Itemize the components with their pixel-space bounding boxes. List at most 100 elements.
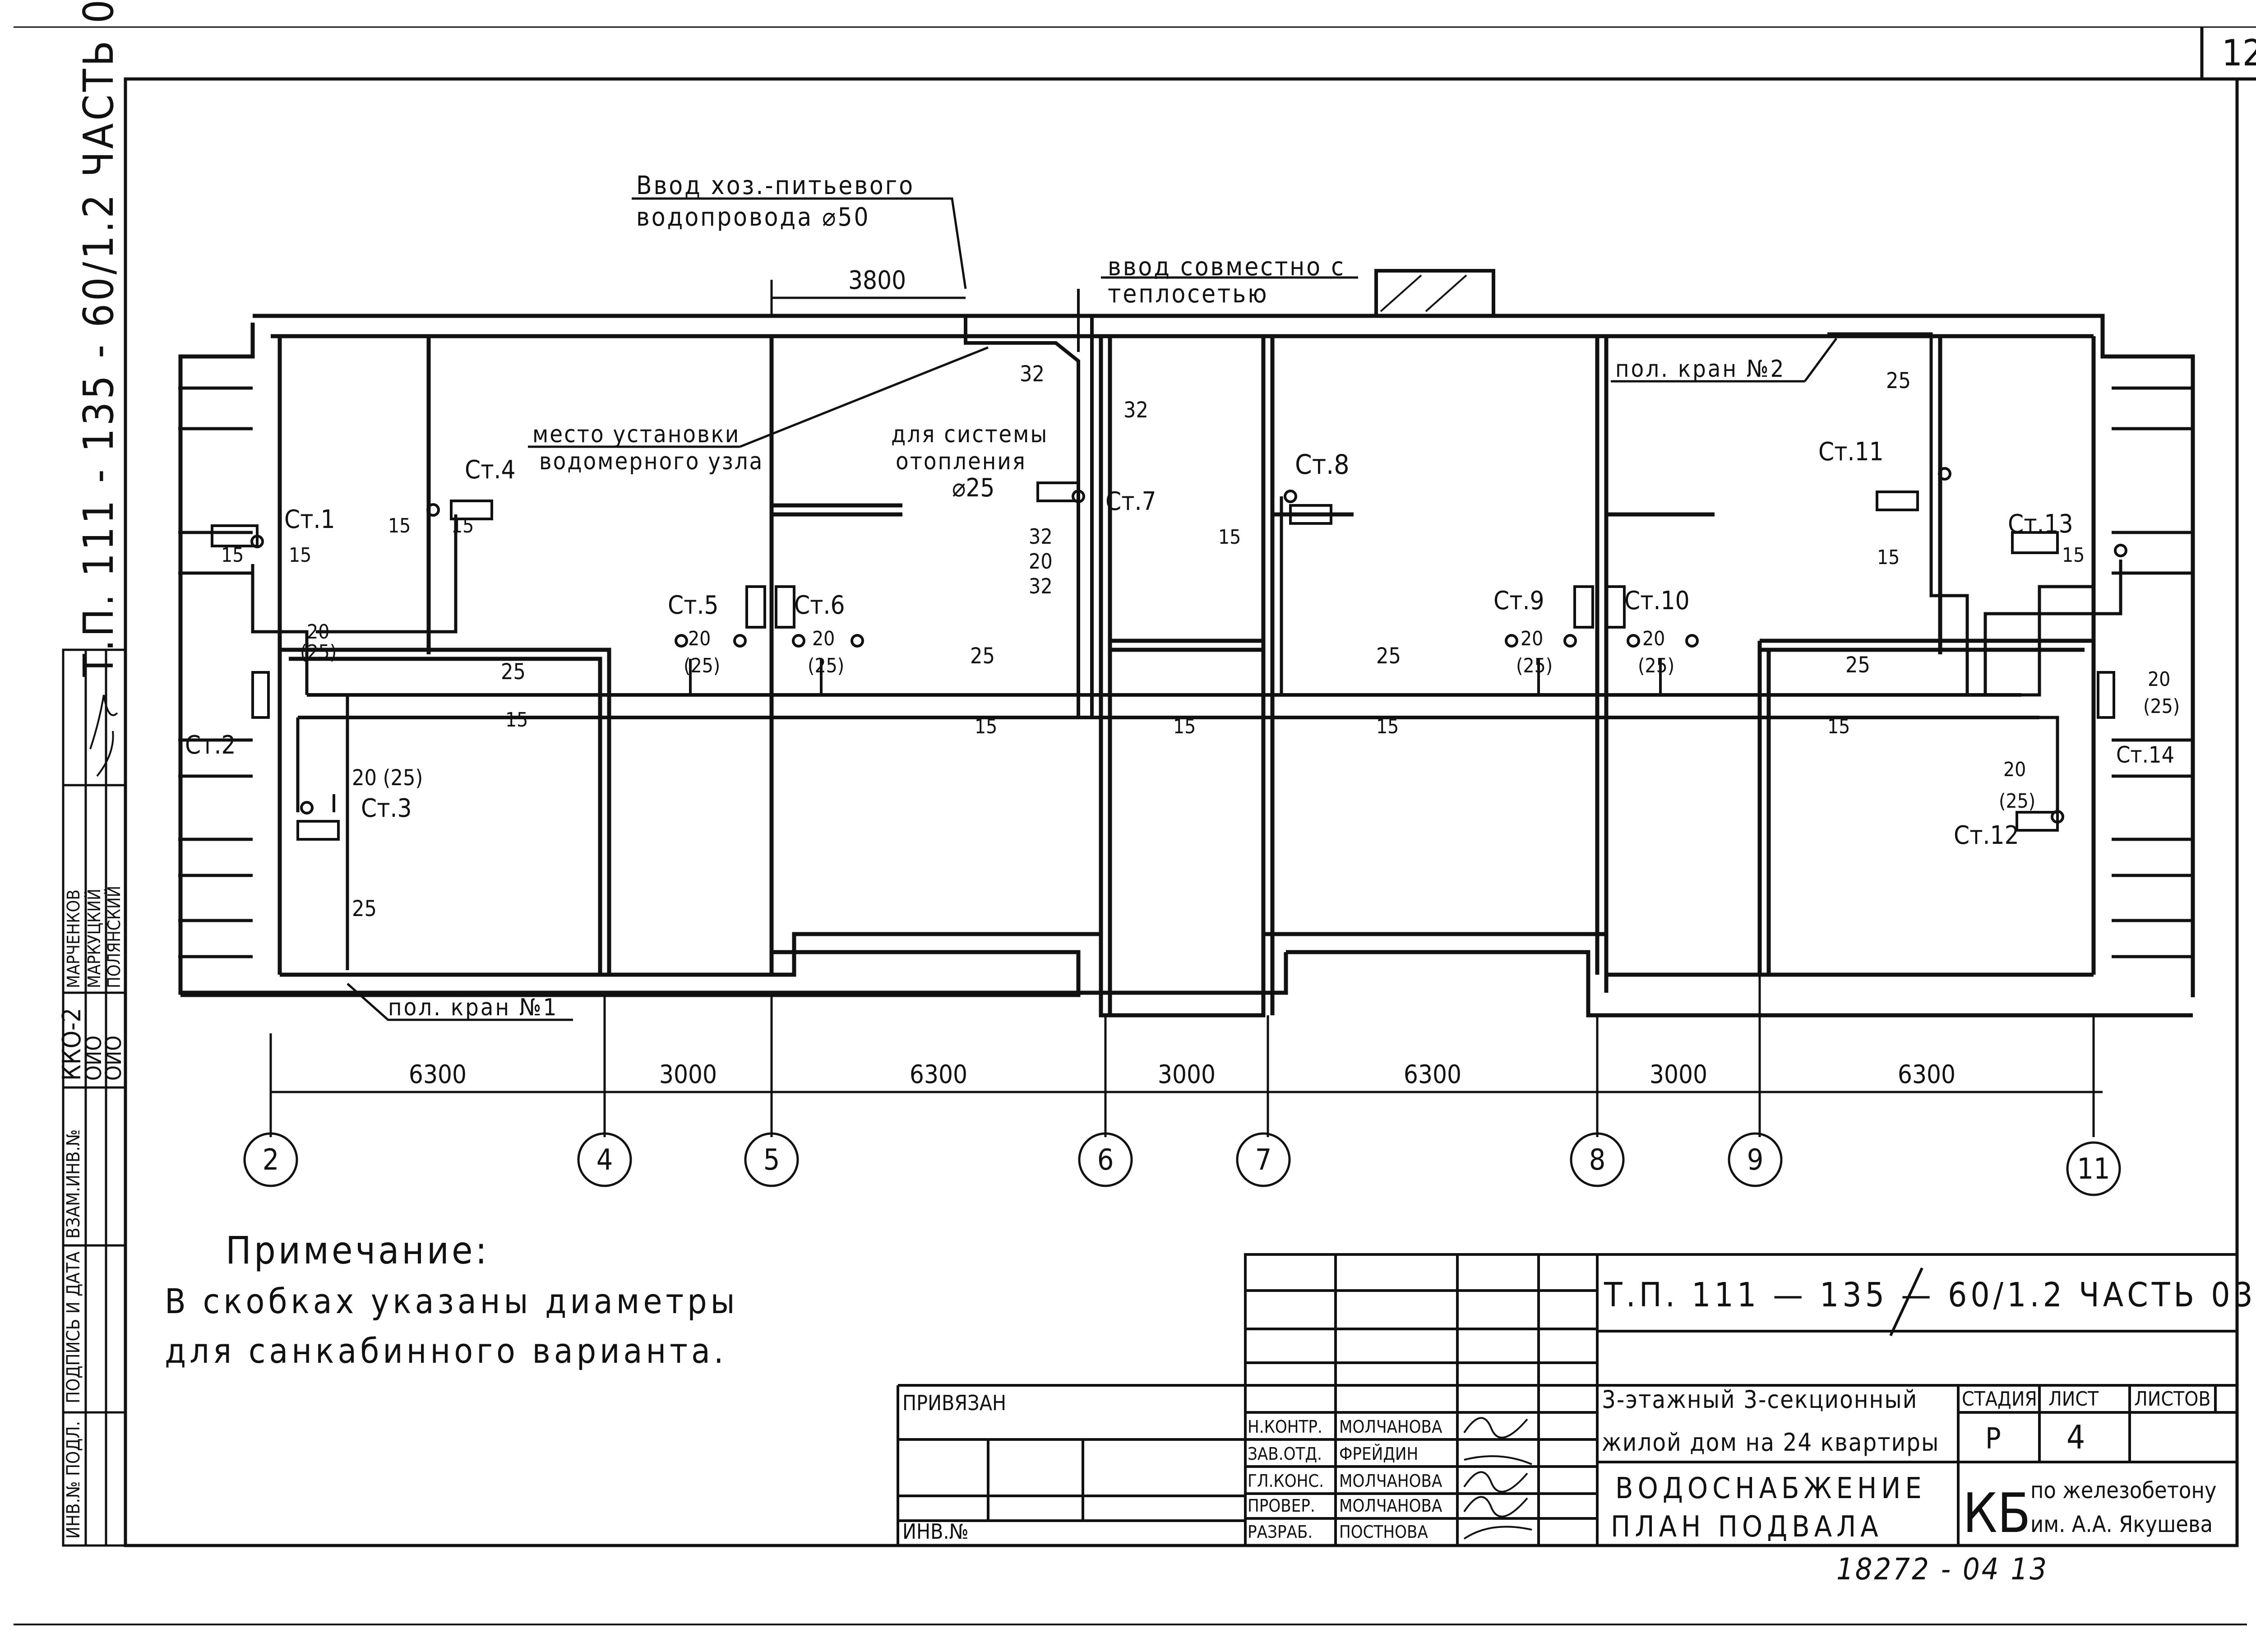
pipe-label: 15 xyxy=(1877,546,1900,569)
stamp-signatures xyxy=(89,694,118,777)
riser-st7: Ст.7 xyxy=(1105,487,1156,516)
pipe-label: 32 xyxy=(1123,398,1148,423)
riser-st5: Ст.5 xyxy=(668,591,719,620)
stamp-podpis-data: ПОДПИСЬ И ДАТА xyxy=(63,1251,84,1403)
riser-symbols xyxy=(211,467,2127,841)
riser-st1: Ст.1 xyxy=(284,505,335,534)
role-n-kontr: Н.КОНТР. xyxy=(1248,1417,1322,1437)
pipe-label: 32 xyxy=(1029,574,1053,598)
inv-label: ИНВ.№ xyxy=(902,1519,969,1544)
building-walls xyxy=(178,314,2195,1018)
dim-span: 3000 xyxy=(1158,1060,1216,1089)
stamp-kko: ККО-2 xyxy=(57,1008,87,1081)
tap-1-label: пол. кран №1 xyxy=(388,994,558,1021)
title-code: Т.П. 111 — 135 — 60/1.2 ЧАСТЬ 03 xyxy=(1604,1276,2256,1314)
name-n-kontr: МОЛЧАНОВА xyxy=(1339,1417,1442,1437)
riser-st10: Ст.10 xyxy=(1624,586,1690,615)
axis-6: 6 xyxy=(1097,1143,1114,1177)
name-gl-kons: МОЛЧАНОВА xyxy=(1339,1471,1442,1491)
role-gl-kons: ГЛ.КОНС. xyxy=(1248,1471,1324,1491)
name-zav-otd: ФРЕЙДИН xyxy=(1339,1444,1418,1464)
pipe-label: 15 xyxy=(505,708,528,731)
meter-location-label-2: водомерного узла xyxy=(539,448,763,475)
pipe-label: 15 xyxy=(451,514,474,537)
pipe-label: 20 xyxy=(2148,668,2170,691)
stamp-name-2: МАРКУЦКИЙ xyxy=(84,888,104,988)
org-logo: КБ xyxy=(1963,1482,2031,1545)
pipe-label: 25 xyxy=(970,643,995,669)
stage-value: Р xyxy=(1985,1422,2001,1456)
building-line-2: жилой дом на 24 квартиры xyxy=(1602,1428,1939,1457)
dimension-chain: 6300 3000 6300 3000 6300 3000 6300 xyxy=(269,975,2103,1137)
note-title: Примечание: xyxy=(226,1228,490,1273)
pipe-label: 15 xyxy=(388,514,411,537)
plan-annotations: Ввод хоз.-питьевого водопровода ⌀50 ввод… xyxy=(185,171,2180,1021)
inlet-water-diameter: водопровода ⌀50 xyxy=(636,203,870,232)
org-line-2: им. А.А. Якушева xyxy=(2030,1511,2213,1537)
ventilation-shaft xyxy=(1374,269,1495,318)
dim-span: 6300 xyxy=(910,1060,967,1089)
axis-2: 2 xyxy=(263,1143,279,1177)
pipe-label: (25) xyxy=(1516,654,1553,677)
pipe-label: 20 (25) xyxy=(352,765,423,791)
pipe-label: 20 xyxy=(2003,758,2026,781)
axis-5: 5 xyxy=(763,1143,780,1177)
pipe-label: (25) xyxy=(684,654,720,677)
signatures xyxy=(1463,1417,1532,1540)
pipe-label: 20 xyxy=(307,620,329,643)
name-razrab: ПОСТНОВА xyxy=(1339,1522,1428,1542)
heating-label: для системы xyxy=(891,421,1048,448)
role-prover: ПРОВЕР. xyxy=(1248,1496,1315,1516)
pipe-label: (25) xyxy=(2143,695,2180,718)
note-block: Примечание: В скобках указаны диаметры д… xyxy=(165,1228,735,1371)
tap-2-label: пол. кран №2 xyxy=(1615,356,1785,383)
riser-st14: Ст.14 xyxy=(2116,742,2174,768)
stamp-oio-1: ОИО xyxy=(81,1036,106,1081)
axis-4: 4 xyxy=(596,1143,613,1177)
dim-span: 6300 xyxy=(1898,1060,1956,1089)
pipe-label: 25 xyxy=(1376,643,1401,669)
pipe-label: 25 xyxy=(1886,368,1911,393)
sheet-title-2: ПЛАН ПОДВАЛА xyxy=(1611,1510,1883,1544)
name-prover: МОЛЧАНОВА xyxy=(1339,1496,1442,1516)
riser-st6: Ст.6 xyxy=(794,591,845,620)
pipe-label: 15 xyxy=(1376,715,1399,738)
pipe-label: 25 xyxy=(352,896,377,921)
pipe-label: 25 xyxy=(1845,652,1870,678)
exterior-window-pits xyxy=(178,386,2193,958)
axis-8: 8 xyxy=(1589,1143,1606,1177)
dim-span: 3000 xyxy=(1650,1060,1707,1089)
riser-st9: Ст.9 xyxy=(1493,586,1544,615)
stamp-name-1: МАРЧЕНКОВ xyxy=(64,889,83,988)
axis-11: 11 xyxy=(2077,1152,2110,1186)
building-plan xyxy=(178,269,2195,1018)
stamp-inv-podl: ИНВ.№ ПОДЛ. xyxy=(63,1421,84,1539)
pipe-label: 15 xyxy=(221,544,244,567)
pipe-label: 15 xyxy=(1218,526,1241,549)
dim-span: 6300 xyxy=(1404,1060,1461,1089)
pipe-label: 20 xyxy=(1642,627,1665,650)
stamp-vzam-inv: ВЗАМ.ИНВ.№ xyxy=(63,1129,84,1239)
pipe-label: 15 xyxy=(975,715,997,738)
riser-st11: Ст.11 xyxy=(1818,437,1884,467)
privyazan-label: ПРИВЯЗАН xyxy=(902,1391,1006,1415)
pipe-label: (25) xyxy=(1638,654,1674,677)
pipe-label: (25) xyxy=(808,654,844,677)
pipe-label: 15 xyxy=(1173,715,1196,738)
axis-9: 9 xyxy=(1747,1143,1764,1177)
riser-st13: Ст.13 xyxy=(2008,509,2073,539)
riser-st4: Ст.4 xyxy=(465,455,516,485)
pipe-label: 20 xyxy=(1521,627,1543,650)
inlet-joint-label-2: теплосетью xyxy=(1108,279,1268,309)
org-line-1: по железобетону xyxy=(2030,1477,2216,1504)
pipe-label: 32 xyxy=(1029,524,1053,549)
riser-st12: Ст.12 xyxy=(1954,821,2019,850)
pipe-label: (25) xyxy=(300,641,337,664)
title-block: Т.П. 111 — 135 — 60/1.2 ЧАСТЬ 03 ПРИВЯЗА… xyxy=(897,1253,2256,1547)
stage-header: СТАДИЯ xyxy=(1962,1388,2037,1411)
dim-3800: 3800 xyxy=(848,266,906,295)
building-line-1: 3-этажный 3-секционный xyxy=(1602,1385,1918,1414)
water-pipes xyxy=(251,289,2122,970)
